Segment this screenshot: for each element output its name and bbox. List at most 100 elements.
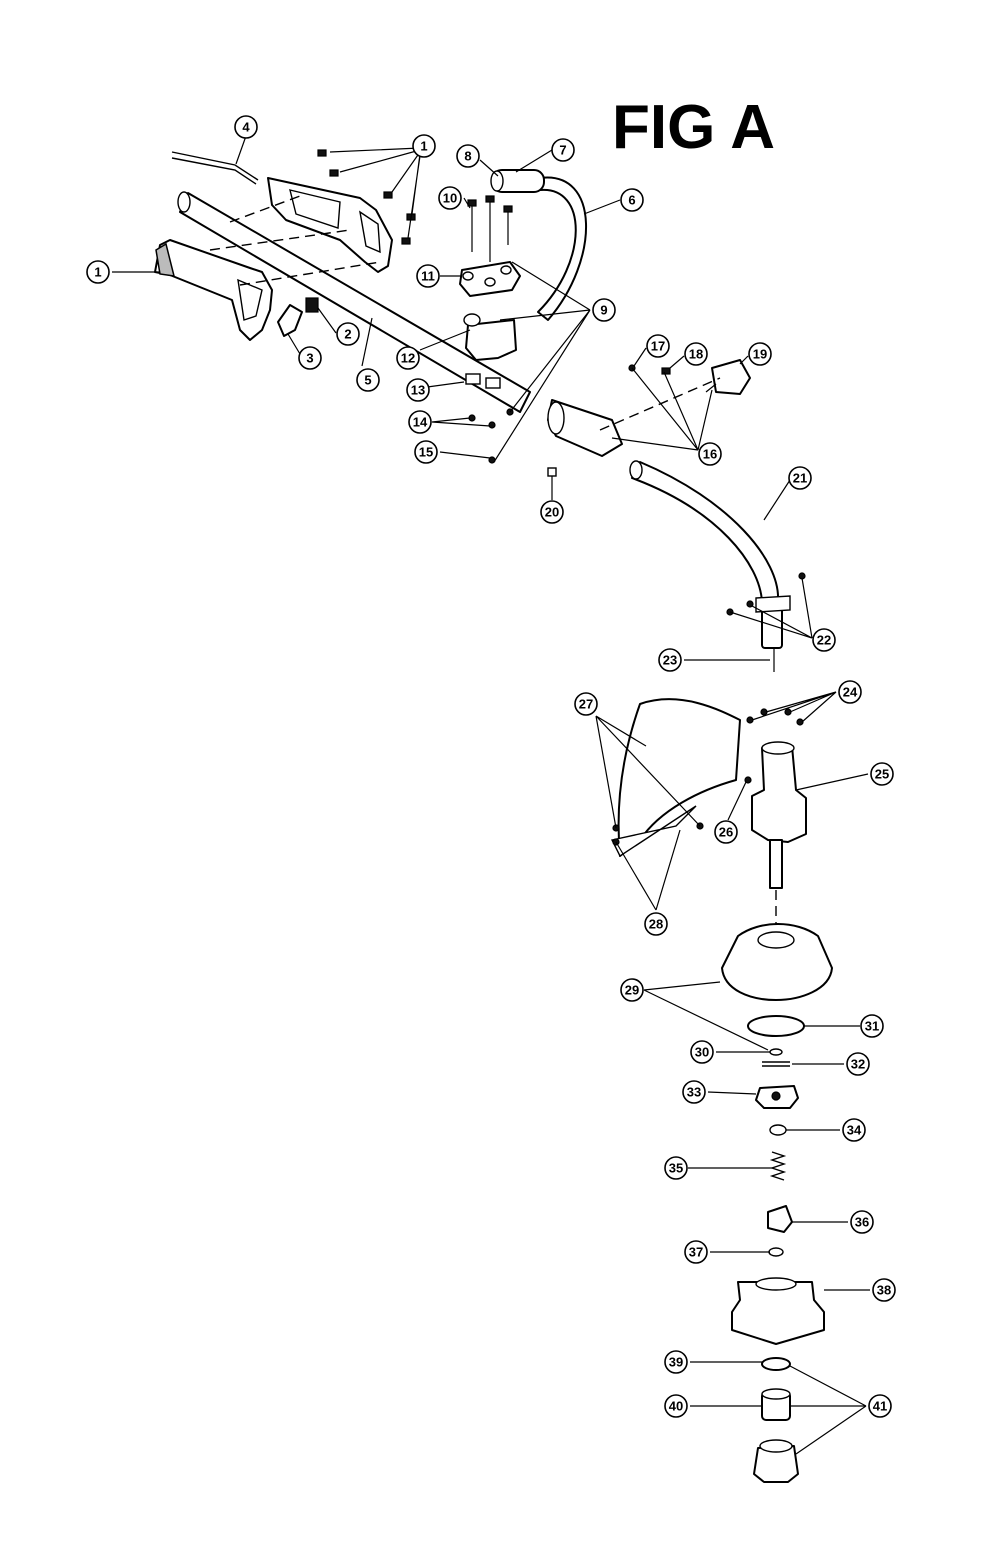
svg-text:40: 40 <box>669 1399 683 1414</box>
callout-2: 2 <box>336 322 360 346</box>
callout-7: 7 <box>551 138 575 162</box>
svg-text:10: 10 <box>443 191 457 206</box>
part-hex-nut <box>547 467 557 477</box>
part-drive-shaft <box>629 460 791 649</box>
part-knob <box>705 359 751 395</box>
svg-text:33: 33 <box>687 1085 701 1100</box>
callout-3: 3 <box>298 346 322 370</box>
callout-34: 34 <box>842 1118 866 1142</box>
svg-text:39: 39 <box>669 1355 683 1370</box>
callout-40: 40 <box>664 1394 688 1418</box>
part-coupler <box>547 399 623 457</box>
part-throttle-cable <box>171 151 259 185</box>
svg-text:8: 8 <box>464 149 471 164</box>
svg-text:16: 16 <box>703 447 717 462</box>
part-clamp-nuts <box>465 373 501 389</box>
part-bump-knob-36 <box>767 1205 793 1233</box>
part-washer-34 <box>769 1124 787 1136</box>
part-gear-head <box>751 741 807 889</box>
callout-5: 5 <box>356 368 380 392</box>
part-o-ring <box>747 1015 805 1037</box>
part-long-bolts <box>467 195 513 262</box>
part-trigger-3 <box>277 304 303 337</box>
part-bump-knob-41 <box>753 1439 799 1483</box>
callout-20: 20 <box>540 500 564 524</box>
callout-1-top: 1 <box>412 134 436 158</box>
svg-text:14: 14 <box>413 415 428 430</box>
part-clamp-lower <box>463 313 517 361</box>
callout-36: 36 <box>850 1210 874 1234</box>
callout-35: 35 <box>664 1156 688 1180</box>
svg-text:36: 36 <box>855 1215 869 1230</box>
callout-11: 11 <box>416 264 440 288</box>
part-spool-housing <box>721 923 833 1001</box>
part-rear-handle <box>154 239 273 341</box>
callout-13: 13 <box>406 378 430 402</box>
part-loop-handle <box>490 169 587 321</box>
svg-text:6: 6 <box>628 193 635 208</box>
part-small-bolts <box>468 408 514 464</box>
part-shaft-tube <box>177 191 531 413</box>
svg-text:1: 1 <box>420 139 427 154</box>
callout-27: 27 <box>574 692 598 716</box>
svg-text:11: 11 <box>421 269 435 284</box>
callout-15: 15 <box>414 440 438 464</box>
callout-21: 21 <box>788 466 812 490</box>
svg-text:21: 21 <box>793 471 807 486</box>
part-front-handle-half <box>267 177 393 273</box>
callout-19: 19 <box>748 342 772 366</box>
callout-17: 17 <box>646 334 670 358</box>
svg-text:3: 3 <box>306 351 313 366</box>
part-coupler-pin <box>661 367 671 375</box>
part-spring-39 <box>761 1357 791 1371</box>
callout-18: 18 <box>684 342 708 366</box>
svg-text:37: 37 <box>689 1245 703 1260</box>
part-spring-2 <box>305 297 319 313</box>
callout-14: 14 <box>408 410 432 434</box>
svg-text:26: 26 <box>719 825 733 840</box>
svg-text:29: 29 <box>625 983 639 998</box>
callout-31: 31 <box>860 1014 884 1038</box>
part-spring-35 <box>769 1151 787 1181</box>
callout-16: 16 <box>698 442 722 466</box>
svg-text:35: 35 <box>669 1161 683 1176</box>
callout-28: 28 <box>644 912 668 936</box>
svg-text:7: 7 <box>559 143 566 158</box>
callout-32: 32 <box>846 1052 870 1076</box>
callout-24: 24 <box>838 680 862 704</box>
part-spool-38 <box>731 1277 825 1345</box>
callout-23: 23 <box>658 648 682 672</box>
svg-text:27: 27 <box>579 697 593 712</box>
callout-39: 39 <box>664 1350 688 1374</box>
svg-text:13: 13 <box>411 383 425 398</box>
svg-text:4: 4 <box>242 120 250 135</box>
callout-6: 6 <box>620 188 644 212</box>
svg-text:23: 23 <box>663 653 677 668</box>
callout-1-left: 1 <box>86 260 110 284</box>
callout-30: 30 <box>690 1040 714 1064</box>
part-ratchet <box>755 1085 799 1109</box>
svg-text:15: 15 <box>419 445 433 460</box>
callout-9: 9 <box>592 298 616 322</box>
svg-text:25: 25 <box>875 767 889 782</box>
part-spring-small <box>762 1061 790 1067</box>
leader-lines <box>112 135 870 1455</box>
svg-text:22: 22 <box>817 633 831 648</box>
svg-text:19: 19 <box>753 347 767 362</box>
callout-33: 33 <box>682 1080 706 1104</box>
svg-text:18: 18 <box>689 347 703 362</box>
callout-4: 4 <box>234 115 258 139</box>
callout-38: 38 <box>872 1278 896 1302</box>
svg-text:28: 28 <box>649 917 663 932</box>
part-cup-40 <box>761 1388 791 1421</box>
callout-29: 29 <box>620 978 644 1002</box>
svg-text:17: 17 <box>651 339 665 354</box>
part-debris-guard <box>610 698 741 858</box>
part-washer <box>769 1048 783 1056</box>
svg-text:1: 1 <box>94 265 101 280</box>
svg-text:41: 41 <box>873 1399 887 1414</box>
svg-text:38: 38 <box>877 1283 891 1298</box>
svg-text:34: 34 <box>847 1123 862 1138</box>
callout-22: 22 <box>812 628 836 652</box>
